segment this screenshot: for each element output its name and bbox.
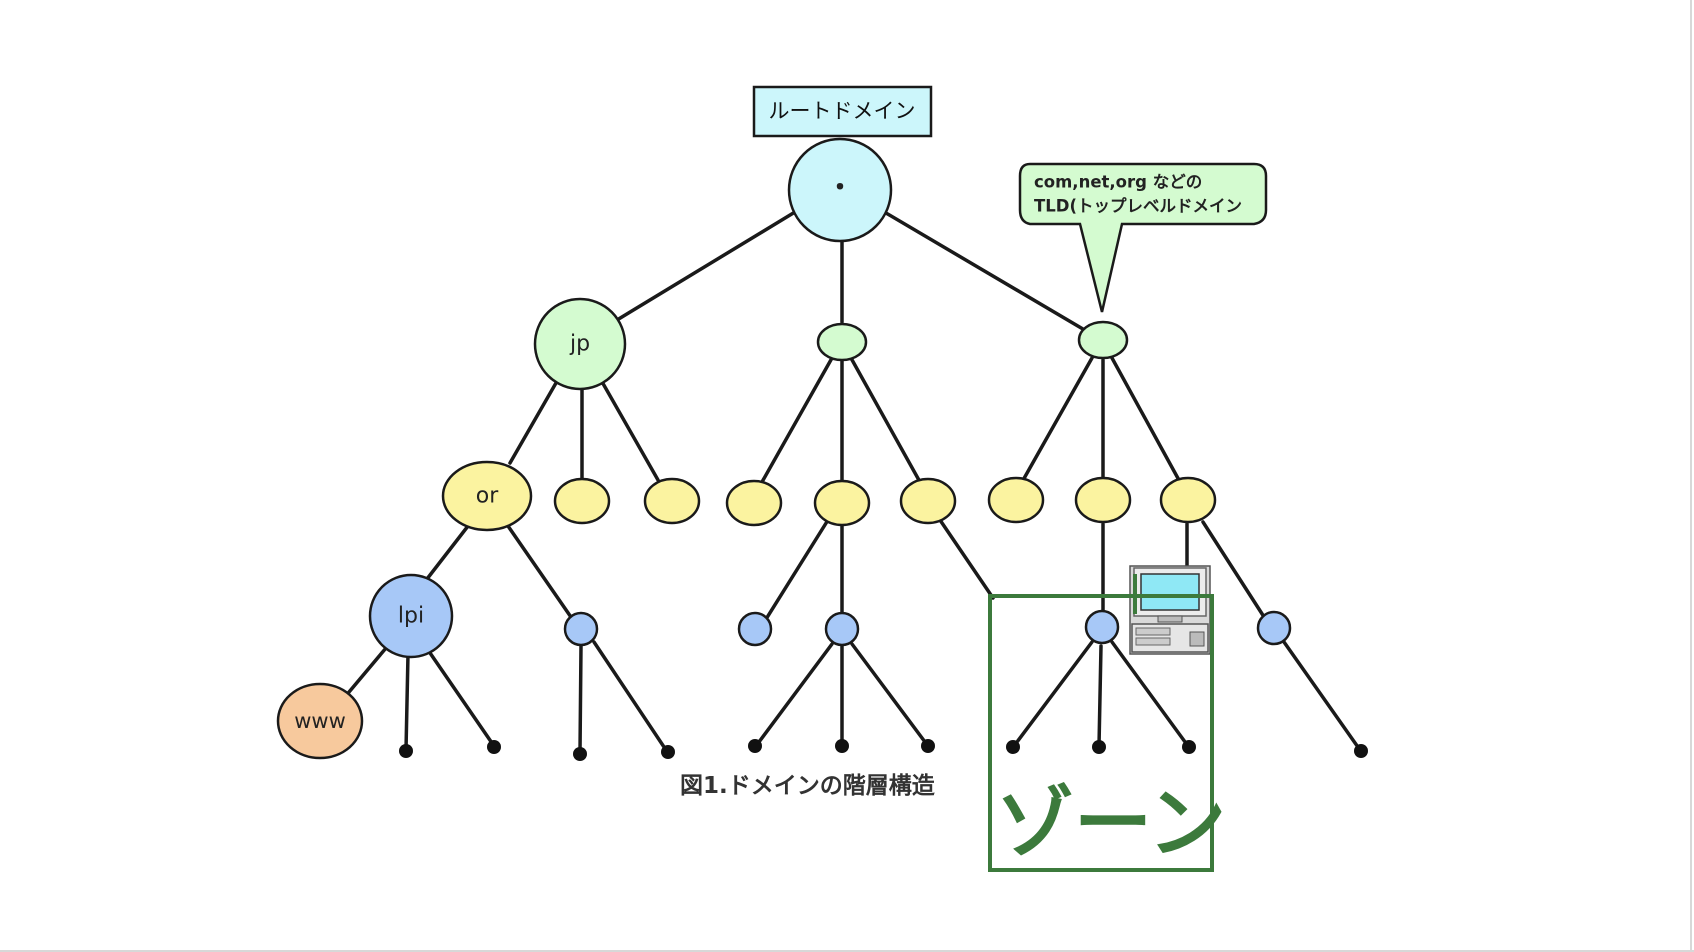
edge-t3-y9 [1110,356,1182,484]
tld-node-3 [1077,320,1129,360]
edge-b4-d7 [850,642,930,748]
leaf-dot [835,739,849,753]
tld-callout: com,net,org などの TLD(トップレベルドメイン [1018,162,1268,313]
edge-b6-d10 [1110,640,1190,748]
root-node-label: ・ [827,173,853,203]
edge-y6-zone [938,518,995,600]
callout-line1: com,net,org などの [1034,173,1202,192]
edge-root-jp [615,210,797,322]
edge-t3-y7 [1020,356,1094,484]
host-node-www [276,682,364,760]
third-node-3 [737,611,773,647]
leaf-dot [748,739,762,753]
tld-node-jp-label: jp [569,332,590,357]
sld-node-4 [725,479,783,527]
edge-root-tld3 [884,211,1090,334]
edge-lpi-www [342,646,388,700]
zone-label: ゾーン [996,779,1226,869]
edge-y5-b3 [761,518,830,626]
edge-t2-y6 [849,356,922,484]
third-node-6 [1084,609,1120,645]
leaf-dot [487,740,501,754]
callout-line2: TLD(トップレベルドメイン [1034,196,1242,216]
figure-caption: 図1.ドメインの階層構造 [680,773,936,799]
sld-node-7 [987,476,1045,524]
leaf-dot [921,739,935,753]
root-domain-label-box: ルートドメイン [752,85,933,138]
leaf-dot [1092,740,1106,754]
leaf-dot [661,745,675,759]
edge-b2-d4 [592,640,668,752]
sld-node-9 [1159,476,1217,524]
edge-b6-d9 [1097,644,1103,748]
root-domain-label: ルートドメイン [769,99,916,123]
edge-b2-d3 [578,644,583,754]
leaf-dot [1006,740,1020,754]
zone-box [988,594,1214,872]
edge-b6-d8 [1012,640,1094,748]
third-node-2 [563,611,599,647]
sld-node-or-label: or [476,484,499,509]
sld-node-or [441,460,533,532]
sld-node-3 [643,477,701,525]
tree-edges [342,210,1362,754]
tld-node-2 [816,322,868,362]
sld-node-5 [813,479,871,527]
edge-lpi-d1 [404,652,410,752]
edge-t2-y4 [760,356,834,484]
edge-b7-d11 [1282,640,1362,752]
leaf-dot [399,744,413,758]
edge-jp-y3 [599,378,660,482]
edge-lpi-d2 [426,648,496,748]
computer-icon [1129,565,1211,655]
sld-node-2 [553,477,611,525]
third-node-lpi-label: lpi [398,604,424,629]
leaf-dot [1354,744,1368,758]
third-node-4 [824,611,860,647]
leaf-dot [573,747,587,761]
third-node-7 [1256,610,1292,646]
leaf-dot [1182,740,1196,754]
third-node-lpi [368,573,454,659]
slide-edge-right [1690,0,1692,952]
edge-y9-b7 [1201,520,1268,622]
sld-node-6 [899,477,957,525]
slide-edge-bottom [0,950,1694,952]
host-node-www-label: www [294,709,346,733]
sld-node-8 [1074,476,1132,524]
edge-jp-or [508,374,562,465]
leaf-dots [399,739,1368,761]
tld-node-jp [533,297,627,391]
root-node [787,137,893,243]
edge-b4-d5 [754,642,834,748]
edge-or-b2 [506,524,575,622]
